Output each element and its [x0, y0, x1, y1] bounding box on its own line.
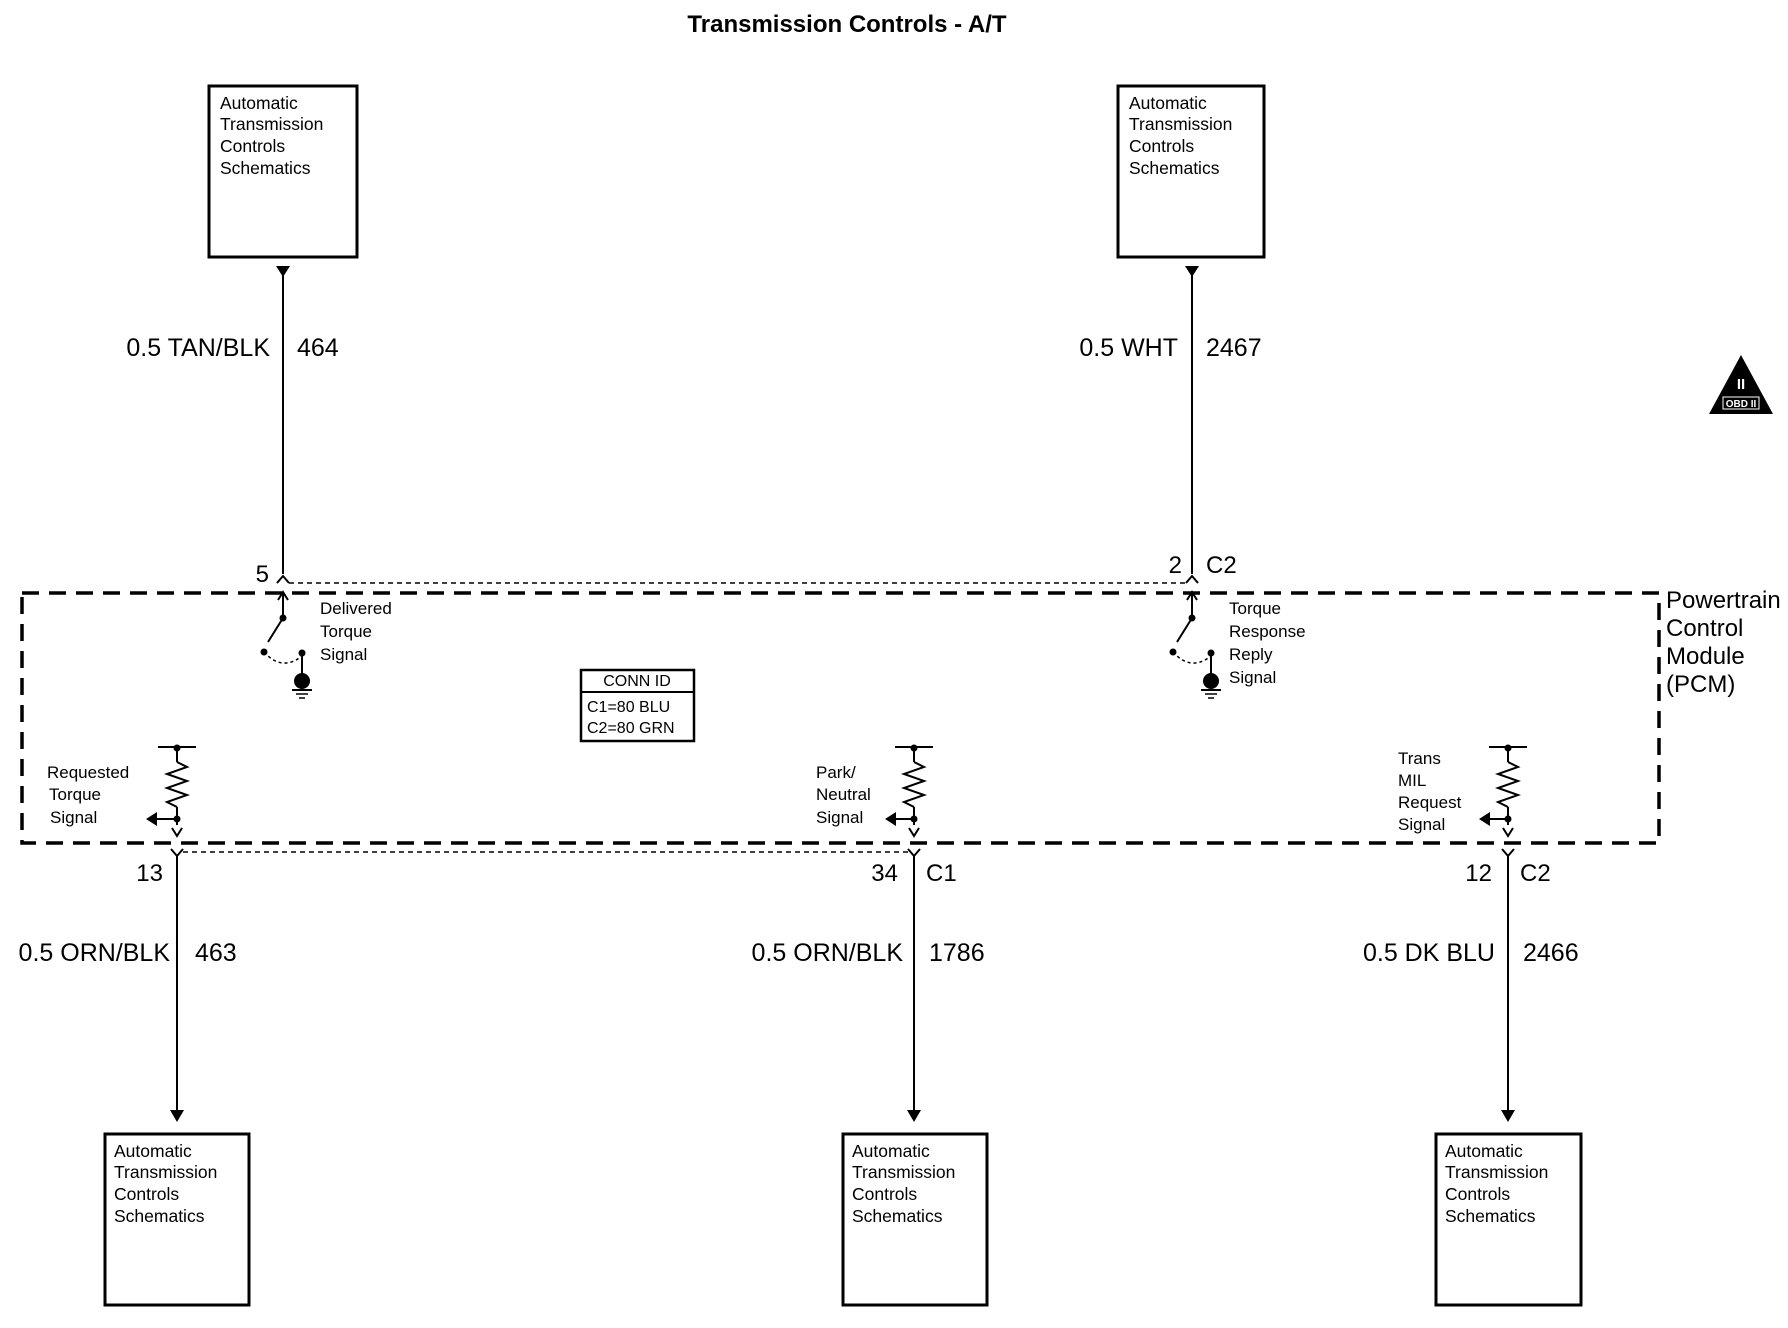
- circuit-number-2466: 2466: [1523, 939, 1579, 967]
- svg-text:MIL: MIL: [1398, 771, 1426, 790]
- circuit-number-1786: 1786: [929, 939, 985, 967]
- connector-pin-5: [276, 574, 290, 584]
- svg-text:Torque: Torque: [1229, 599, 1281, 618]
- svg-text:C2=80 GRN: C2=80 GRN: [587, 720, 675, 737]
- svg-text:Signal: Signal: [1229, 668, 1276, 687]
- pin-number-2: 2: [1169, 552, 1182, 579]
- connector-id-c2-bottom: C2: [1520, 860, 1551, 887]
- svg-text:Signal: Signal: [320, 645, 367, 664]
- park-neutral-pullup: [885, 744, 933, 838]
- svg-text:Transmission: Transmission: [1129, 114, 1232, 134]
- diagram-title: Transmission Controls - A/T: [687, 11, 1006, 38]
- svg-text:Reply: Reply: [1229, 645, 1273, 664]
- svg-text:Automatic: Automatic: [852, 1141, 930, 1161]
- svg-text:Automatic: Automatic: [114, 1141, 192, 1161]
- svg-text:(PCM): (PCM): [1666, 671, 1735, 698]
- connector-pin-13: [170, 848, 184, 858]
- wire-circuit-1786: [907, 856, 921, 1122]
- wire-circuit-2467: [1185, 266, 1199, 574]
- component-box-top-right: Automatic Transmission Controls Schemati…: [1116, 84, 1266, 259]
- svg-text:Delivered: Delivered: [320, 599, 392, 618]
- conn-id-box: CONN ID C1=80 BLU C2=80 GRN: [579, 668, 696, 743]
- circuit-number-464: 464: [297, 334, 339, 362]
- connector-pin-2-c2: [1185, 574, 1199, 584]
- svg-text:C1=80 BLU: C1=80 BLU: [587, 699, 670, 716]
- pin-number-12: 12: [1465, 860, 1492, 887]
- requested-torque-signal-label: Requested Torque Signal: [47, 763, 129, 827]
- pin-number-5: 5: [256, 561, 269, 588]
- svg-text:OBD II: OBD II: [1726, 399, 1757, 410]
- circuit-number-2467: 2467: [1206, 334, 1262, 362]
- svg-text:Response: Response: [1229, 622, 1306, 641]
- svg-text:Controls: Controls: [852, 1184, 917, 1204]
- svg-text:Park/: Park/: [816, 763, 856, 782]
- svg-text:Torque: Torque: [320, 622, 372, 641]
- svg-text:Trans: Trans: [1398, 749, 1441, 768]
- svg-text:Transmission: Transmission: [114, 1162, 217, 1182]
- svg-text:CONN ID: CONN ID: [603, 673, 671, 690]
- connector-pin-34-c1: [907, 848, 921, 858]
- svg-text:Controls: Controls: [220, 136, 285, 156]
- obd-ii-triangle-icon: II OBD II: [1709, 355, 1773, 414]
- svg-text:Controls: Controls: [1129, 136, 1194, 156]
- svg-text:Schematics: Schematics: [220, 158, 311, 178]
- svg-text:Schematics: Schematics: [1129, 158, 1220, 178]
- wire-circuit-464: [276, 266, 290, 574]
- svg-text:Neutral: Neutral: [816, 785, 871, 804]
- pcm-boundary: [20, 591, 1661, 845]
- svg-text:Signal: Signal: [50, 808, 97, 827]
- torque-response-switch: [1169, 590, 1222, 699]
- svg-text:Control: Control: [1666, 615, 1743, 642]
- torque-response-signal-label: Torque Response Reply Signal: [1229, 599, 1306, 687]
- pin-number-13: 13: [136, 860, 163, 887]
- pcm-label: Powertrain Control Module (PCM): [1666, 587, 1781, 698]
- component-box-top-left: Automatic Transmission Controls Schemati…: [207, 84, 359, 259]
- component-box-bottom-left: Automatic Transmission Controls Schemati…: [103, 1132, 251, 1307]
- connector-id-c1: C1: [926, 860, 957, 887]
- pin-number-34: 34: [871, 860, 898, 887]
- wire-color-1786: 0.5 ORN/BLK: [752, 939, 904, 967]
- svg-text:Signal: Signal: [816, 808, 863, 827]
- svg-text:II: II: [1737, 376, 1745, 393]
- svg-text:Schematics: Schematics: [852, 1206, 943, 1226]
- svg-text:Automatic: Automatic: [220, 93, 298, 113]
- svg-text:Controls: Controls: [1445, 1184, 1510, 1204]
- svg-text:Request: Request: [1398, 793, 1462, 812]
- svg-text:Schematics: Schematics: [114, 1206, 205, 1226]
- svg-text:Transmission: Transmission: [220, 114, 323, 134]
- svg-text:Powertrain: Powertrain: [1666, 587, 1781, 614]
- svg-text:Torque: Torque: [49, 785, 101, 804]
- connector-id-c2-top: C2: [1206, 552, 1237, 579]
- svg-text:Signal: Signal: [1398, 815, 1445, 834]
- wire-circuit-2466: [1501, 856, 1515, 1122]
- component-box-bottom-right: Automatic Transmission Controls Schemati…: [1434, 1132, 1583, 1307]
- delivered-torque-switch: [260, 590, 313, 699]
- svg-text:Transmission: Transmission: [852, 1162, 955, 1182]
- svg-text:Module: Module: [1666, 643, 1745, 670]
- wire-color-463: 0.5 ORN/BLK: [19, 939, 171, 967]
- trans-mil-request-signal-label: Trans MIL Request Signal: [1398, 749, 1462, 834]
- circuit-number-463: 463: [195, 939, 237, 967]
- svg-text:Transmission: Transmission: [1445, 1162, 1548, 1182]
- delivered-torque-signal-label: Delivered Torque Signal: [320, 599, 392, 664]
- wire-color-464: 0.5 TAN/BLK: [126, 334, 270, 362]
- component-box-bottom-center: Automatic Transmission Controls Schemati…: [841, 1132, 989, 1307]
- connector-pin-12-c2: [1501, 848, 1515, 858]
- wire-circuit-463: [170, 856, 184, 1122]
- svg-text:Requested: Requested: [47, 763, 129, 782]
- svg-text:Schematics: Schematics: [1445, 1206, 1536, 1226]
- svg-text:Automatic: Automatic: [1445, 1141, 1523, 1161]
- requested-torque-pullup: [146, 744, 196, 838]
- svg-text:Controls: Controls: [114, 1184, 179, 1204]
- wire-color-2467: 0.5 WHT: [1079, 334, 1178, 362]
- trans-mil-request-pullup: [1479, 744, 1527, 838]
- park-neutral-signal-label: Park/ Neutral Signal: [816, 763, 871, 827]
- wire-color-2466: 0.5 DK BLU: [1363, 939, 1495, 967]
- svg-text:Automatic: Automatic: [1129, 93, 1207, 113]
